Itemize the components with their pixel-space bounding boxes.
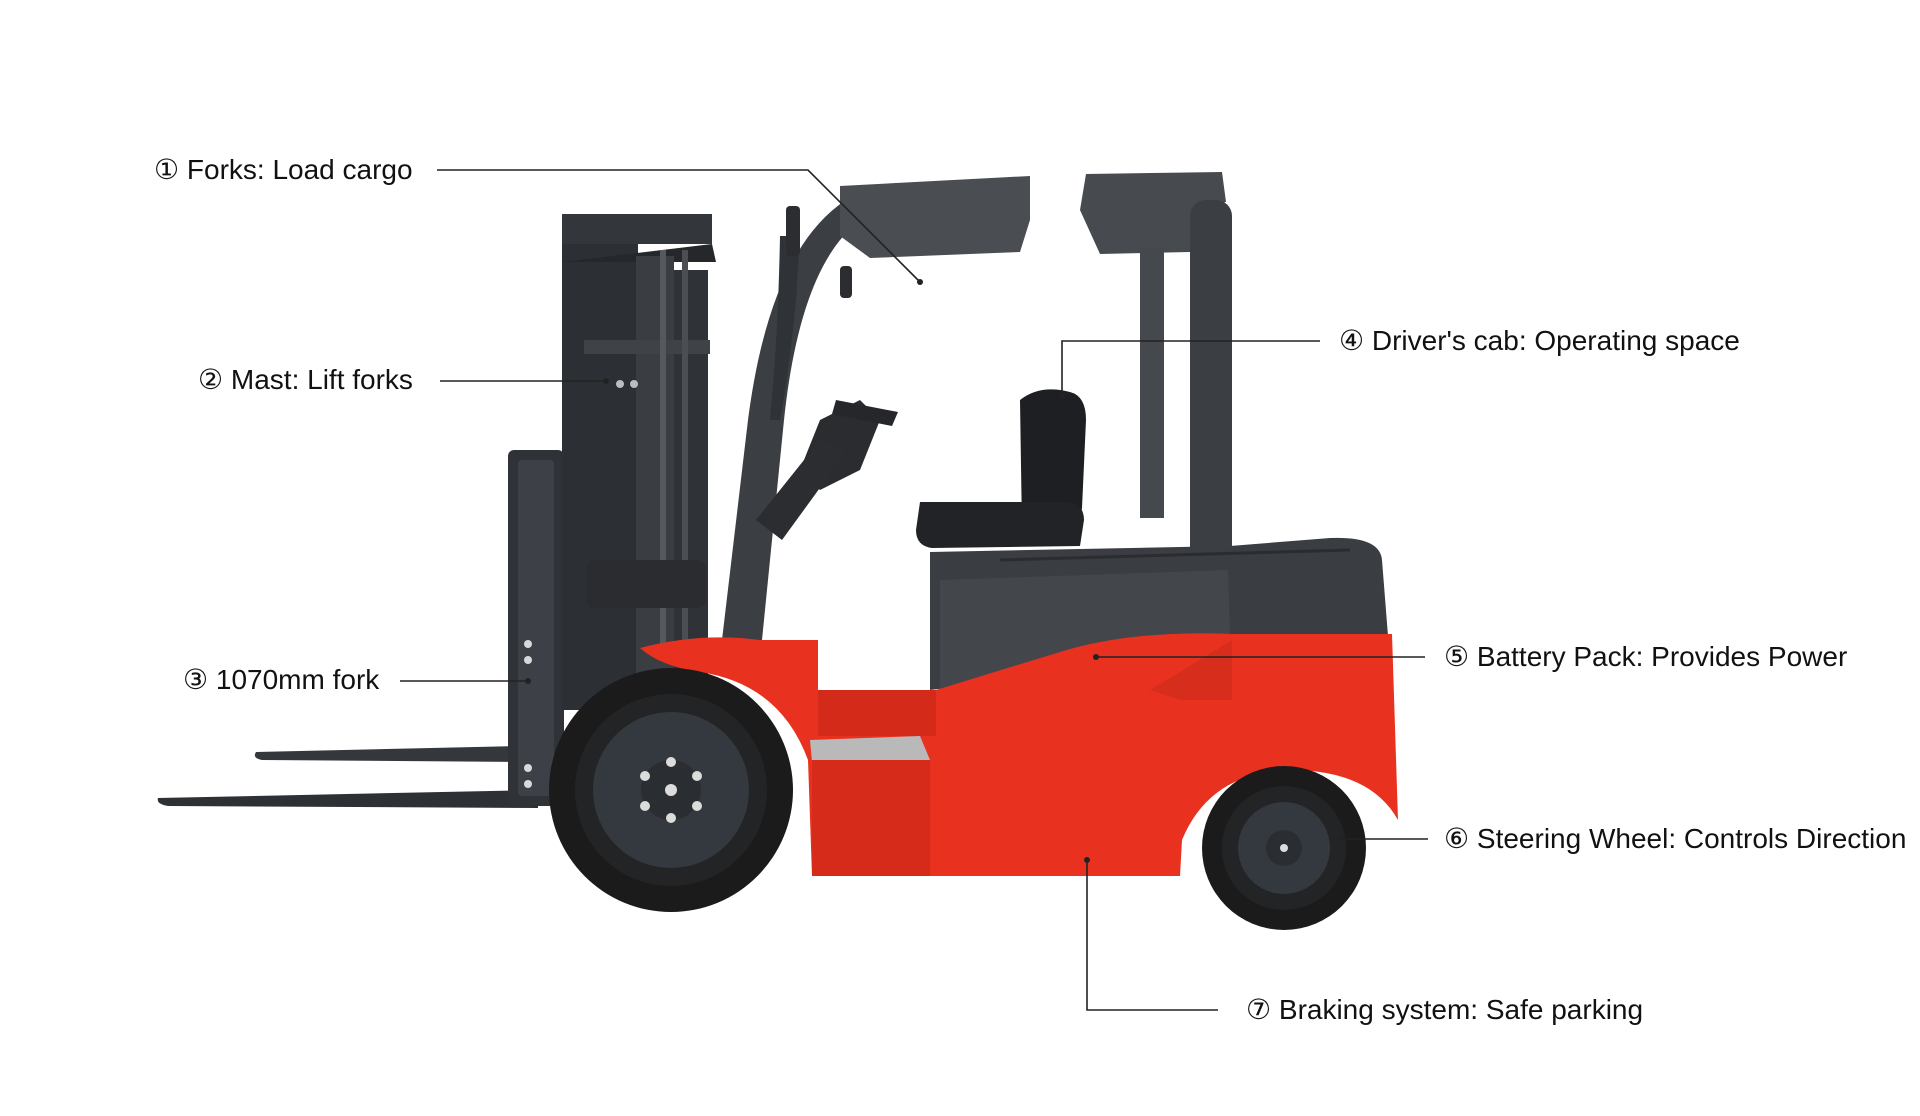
callout-number: ① xyxy=(154,154,180,185)
forks xyxy=(157,746,538,808)
callout-braking: ⑦ Braking system: Safe parking xyxy=(1246,993,1643,1027)
fork-front xyxy=(157,790,538,808)
leader-forks xyxy=(437,169,921,283)
callout-text: Forks: Load cargo xyxy=(186,154,413,185)
mast xyxy=(562,214,716,710)
callout-number: ⑥ xyxy=(1444,823,1470,854)
callout-text: Steering Wheel: Controls Direction xyxy=(1476,823,1907,854)
callout-number: ⑤ xyxy=(1444,641,1470,672)
callout-text: Mast: Lift forks xyxy=(230,364,413,395)
callout-forks: ① Forks: Load cargo xyxy=(154,153,413,187)
steering-column xyxy=(756,400,898,540)
callout-number: ② xyxy=(198,364,224,395)
callout-steering: ⑥ Steering Wheel: Controls Direction xyxy=(1444,822,1906,856)
callout-fork-length: ③ 1070mm fork xyxy=(183,663,379,697)
callout-text: Battery Pack: Provides Power xyxy=(1476,641,1848,672)
red-chassis xyxy=(640,633,1398,876)
callout-battery: ⑤ Battery Pack: Provides Power xyxy=(1444,640,1847,674)
callout-text: 1070mm fork xyxy=(215,664,380,695)
callout-number: ⑦ xyxy=(1246,994,1272,1025)
callout-text: Braking system: Safe parking xyxy=(1278,994,1644,1025)
front-wheel xyxy=(549,668,793,912)
leader-braking xyxy=(1086,860,1218,1011)
rear-wheel xyxy=(1202,766,1366,930)
leader-drivers-cab xyxy=(1061,340,1320,396)
callout-number: ③ xyxy=(183,664,209,695)
fork-carriage xyxy=(508,450,564,806)
callout-number: ④ xyxy=(1339,325,1365,356)
leader-lines xyxy=(400,169,1428,1011)
callout-text: Driver's cab: Operating space xyxy=(1371,325,1740,356)
fork-rear xyxy=(254,746,520,762)
callout-drivers-cab: ④ Driver's cab: Operating space xyxy=(1339,324,1740,358)
callout-mast: ② Mast: Lift forks xyxy=(198,363,413,397)
operator-seat xyxy=(916,389,1086,548)
